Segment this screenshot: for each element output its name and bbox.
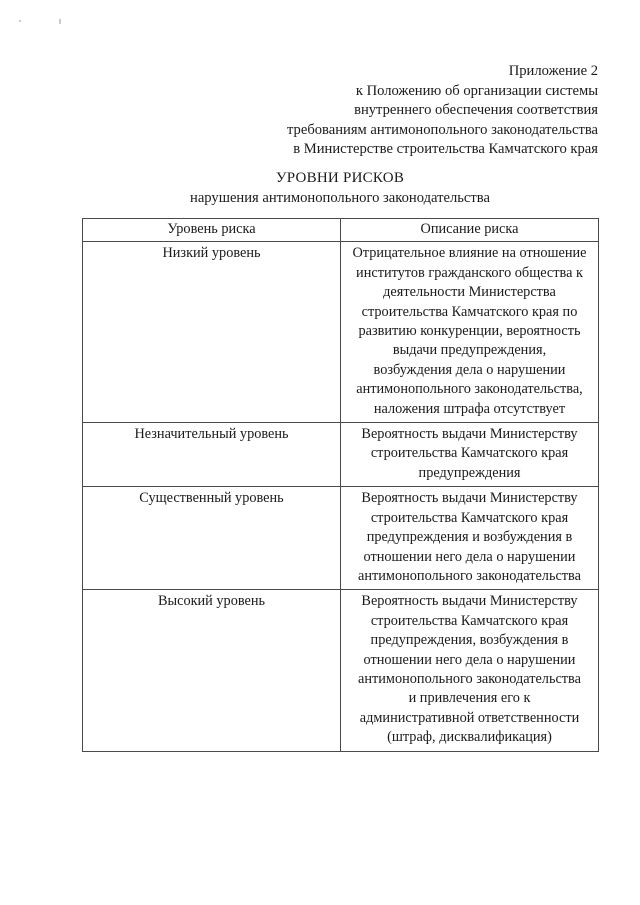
- description-line: выдачи предупреждения,: [392, 342, 547, 359]
- risk-level-cell: Высокий уровень: [82, 589, 341, 752]
- title-block: УРОВНИ РИСКОВ нарушения антимонопольного…: [82, 168, 598, 208]
- description-line: Вероятность выдачи Министерству: [361, 593, 578, 610]
- page-subtitle: нарушения антимонопольного законодательс…: [190, 190, 490, 206]
- description-line: институтов гражданского общества к: [356, 264, 583, 281]
- table-row: Высокий уровень Вероятность выдачи Минис…: [82, 589, 599, 752]
- risk-level-cell: Существенный уровень: [82, 486, 341, 591]
- risk-level-cell: Низкий уровень: [82, 241, 341, 424]
- description-line: предупреждения: [418, 464, 521, 481]
- table-row: Существенный уровень Вероятность выдачи …: [82, 486, 599, 591]
- description-line: наложения штрафа отсутствует: [373, 400, 566, 417]
- addressee-line: в Министерстве строительства Камчатского…: [293, 141, 598, 158]
- risk-level-cell: Незначительный уровень: [82, 422, 341, 488]
- risk-description-cell: Вероятность выдачи Министерству строител…: [340, 486, 599, 591]
- description-line: отношении него дела о нарушении: [363, 651, 576, 668]
- risk-levels-table: Уровень риска Описание риска Низкий уров…: [82, 217, 599, 752]
- scan-artifact-icon: [59, 19, 61, 24]
- description-line: строительства Камчатского края: [370, 509, 569, 526]
- scan-artifact-icon: [19, 20, 21, 22]
- description-line: антимонопольного законодательства,: [356, 381, 583, 398]
- table-header-row: Уровень риска Описание риска: [82, 217, 599, 243]
- addressee-line: требованиям антимонопольного законодател…: [286, 121, 598, 138]
- description-line: антимонопольного законодательства: [358, 670, 581, 687]
- description-line: и привлечения его к: [408, 690, 531, 707]
- description-line: Отрицательное влияние на отношение: [352, 245, 587, 262]
- risk-description-cell: Вероятность выдачи Министерству строител…: [340, 589, 599, 752]
- table-row: Низкий уровень Отрицательное влияние на …: [82, 241, 599, 424]
- description-line: деятельности Министерства: [383, 284, 556, 301]
- addressee-line: Приложение 2: [508, 63, 598, 79]
- description-line: антимонопольного законодательства: [358, 567, 581, 584]
- description-line: строительства Камчатского края: [370, 612, 569, 629]
- risk-description-cell: Отрицательное влияние на отношение инсти…: [340, 241, 599, 424]
- description-line: отношении него дела о нарушении: [363, 548, 576, 565]
- addressee-line: к Положению об организации системы: [355, 82, 598, 99]
- table-row: Незначительный уровень Вероятность выдач…: [82, 422, 599, 488]
- addressee-block: Приложение 2 к Положению об организации …: [250, 62, 598, 160]
- description-line: Вероятность выдачи Министерству: [361, 490, 578, 507]
- risk-description-cell: Вероятность выдачи Министерству строител…: [340, 422, 599, 488]
- description-line: Вероятность выдачи Министерству: [361, 426, 578, 443]
- column-header-risk-level: Уровень риска: [82, 217, 341, 243]
- description-line: строительства Камчатского края по: [361, 303, 578, 320]
- addressee-line: внутреннего обеспечения соответствия: [354, 102, 598, 119]
- description-line: строительства Камчатского края: [370, 445, 569, 462]
- column-header-risk-description: Описание риска: [340, 217, 599, 243]
- description-line: предупреждения, возбуждения в: [370, 632, 569, 649]
- description-line: предупреждения и возбуждения в: [366, 529, 573, 546]
- description-line: административной ответственности: [359, 709, 580, 726]
- page-title: УРОВНИ РИСКОВ: [275, 170, 405, 186]
- description-line: возбуждения дела о нарушении: [373, 361, 566, 378]
- description-line: (штраф, дисквалификация): [387, 729, 552, 746]
- description-line: развитию конкуренции, вероятность: [358, 323, 581, 340]
